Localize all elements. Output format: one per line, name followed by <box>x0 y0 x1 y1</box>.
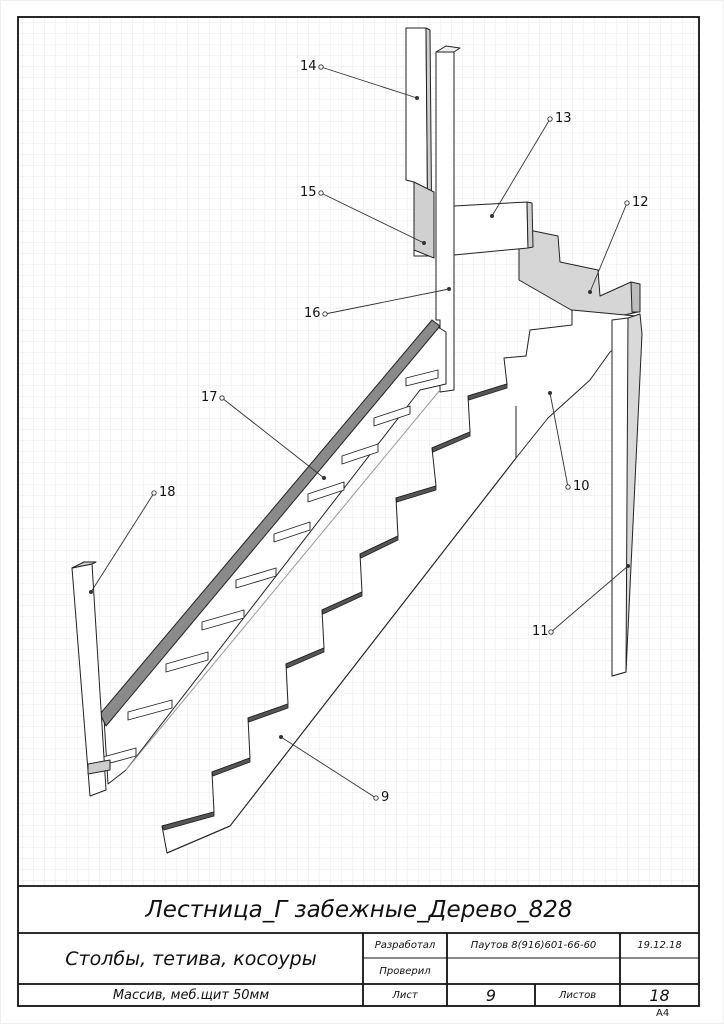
string-slot-7 <box>307 481 345 503</box>
winder-stringer-12-top-face <box>630 281 641 313</box>
callout-15: 15 <box>300 185 317 200</box>
leader-17-dot <box>322 476 326 480</box>
checker-name <box>448 959 619 983</box>
material: Массив, меб.щит 50мм <box>112 987 270 1003</box>
tread-mark-8 <box>431 431 471 453</box>
tread-mark-1 <box>161 811 215 831</box>
leader-10-end <box>565 484 571 490</box>
leader-18-end <box>151 490 157 496</box>
leader-14 <box>320 66 418 99</box>
leader-13 <box>491 118 551 217</box>
sheets-label: Листов <box>558 989 597 1001</box>
tread-mark-5 <box>321 591 363 615</box>
leader-15-end <box>318 190 324 196</box>
sheet-label: Лист <box>392 989 418 1001</box>
newel-post-18-foot <box>87 759 111 775</box>
tread-mark-6 <box>359 535 399 559</box>
document-title: Лестница_Г забежные_Дерево_828 <box>145 897 573 923</box>
tread-mark-4 <box>285 647 325 669</box>
leader-16-end <box>322 311 328 317</box>
leader-12-end <box>624 200 630 206</box>
landing-beam-13 <box>453 201 529 256</box>
leader-9 <box>280 736 377 799</box>
leader-16 <box>324 288 450 315</box>
leader-17 <box>221 397 325 479</box>
wall-string-17-lower-edge <box>125 389 441 771</box>
developer-name: Паутов 8(916)601-66-60 <box>470 940 597 951</box>
string-slot-8 <box>341 443 379 465</box>
leader-9-dot <box>279 735 283 739</box>
wall-string-17-rail <box>99 319 441 727</box>
callout-17: 17 <box>201 390 218 405</box>
callout-9: 9 <box>381 790 390 805</box>
leader-13-dot <box>490 214 494 218</box>
post-bracket-15 <box>413 181 435 259</box>
leader-11-dot <box>626 564 630 568</box>
leader-11-end <box>548 629 554 635</box>
newel-post-18-top <box>71 561 97 569</box>
tread-mark-7 <box>395 485 437 503</box>
callout-14: 14 <box>300 59 317 74</box>
callout-18: 18 <box>159 485 176 500</box>
leader-12-dot <box>588 290 592 294</box>
string-slot-9 <box>373 405 411 427</box>
string-slot-3 <box>165 651 209 673</box>
leader-11 <box>550 565 629 633</box>
drawing-frame <box>17 16 700 1007</box>
checked-label: Проверил <box>379 965 431 977</box>
drawing-date: 19.12.18 <box>637 940 682 951</box>
string-slot-4 <box>201 609 245 631</box>
main-stringer-10-lower-edge <box>166 457 517 854</box>
leader-14-end <box>318 64 324 70</box>
callout-16: 16 <box>304 306 321 321</box>
leader-17-end <box>219 395 225 401</box>
string-slot-5 <box>235 567 277 589</box>
tread-mark-3 <box>247 703 289 723</box>
sheet-number: 9 <box>485 985 497 1005</box>
callout-13: 13 <box>555 111 572 126</box>
support-post-11-front <box>611 317 629 677</box>
main-stringer-10 <box>161 309 637 854</box>
string-slot-6 <box>273 521 311 543</box>
paper-format: А4 <box>656 1008 670 1019</box>
developed-label: Разработал <box>374 940 436 951</box>
tread-mark-2 <box>211 757 251 777</box>
string-slot-2 <box>127 699 173 721</box>
tread-mark-9 <box>467 383 508 401</box>
leader-10-dot <box>548 391 552 395</box>
leader-15-dot <box>422 241 426 245</box>
leader-13-end <box>547 116 553 122</box>
callout-10: 10 <box>573 479 590 494</box>
string-slot-10 <box>405 369 439 387</box>
leader-9-end <box>373 795 379 801</box>
leader-14-dot <box>415 96 419 100</box>
part-name: Столбы, тетива, косоуры <box>65 948 317 970</box>
sheets-total: 18 <box>649 985 670 1005</box>
leader-10 <box>549 392 569 488</box>
leader-15 <box>320 192 425 244</box>
callout-11: 11 <box>532 624 549 639</box>
landing-beam-13-end <box>526 201 534 249</box>
leader-18 <box>90 492 155 593</box>
winder-stringer-12 <box>518 227 639 323</box>
leader-12 <box>589 202 628 293</box>
newel-post-16-top <box>435 45 461 53</box>
leader-16-dot <box>447 287 451 291</box>
callout-12: 12 <box>632 195 649 210</box>
leader-18-dot <box>89 590 93 594</box>
